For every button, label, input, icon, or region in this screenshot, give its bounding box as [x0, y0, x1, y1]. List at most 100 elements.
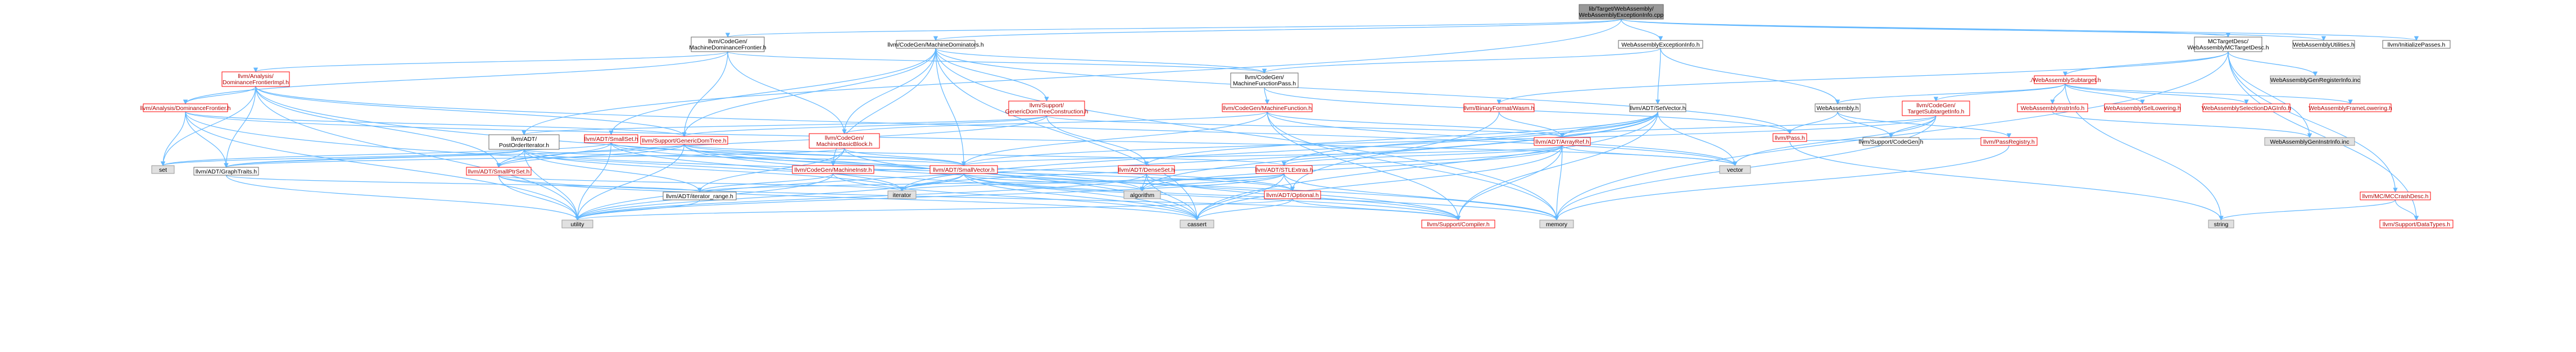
node-denseset[interactable]: llvm/ADT/DenseSet.h: [1118, 165, 1175, 174]
edge-gdtc-to-arrayref: [1046, 115, 1564, 138]
node-iterrange[interactable]: llvm/ADT/iterator_range.h: [663, 191, 737, 200]
node-adf[interactable]: llvm/Analysis/DominanceFrontier.h: [140, 103, 231, 112]
edge-setvec-to-stlextras: [1281, 111, 1658, 166]
node-label: llvm/CodeGen/: [708, 38, 747, 45]
node-vector[interactable]: vector: [1719, 165, 1751, 174]
edge-cgmdom-to-smallset: [609, 48, 936, 135]
node-waseldag[interactable]: WebAssemblySelectionDAGInfo.h: [2202, 103, 2291, 112]
node-compiler[interactable]: llvm/Support/Compiler.h: [1421, 220, 1495, 228]
node-wasm[interactable]: llvm/BinaryFormat/Wasm.h: [1463, 103, 1535, 112]
node-string[interactable]: string: [2208, 220, 2234, 228]
edge-iterrange-to-utility: [575, 199, 700, 221]
edge-mctd-to-datatypes: [2228, 51, 2419, 221]
edge-cgmf-to-compiler: [1267, 111, 1461, 221]
node-gdt[interactable]: llvm/Support/GenericDomTree.h: [640, 136, 728, 145]
node-box: [1222, 103, 1313, 112]
edge-adfimpl-to-adf: [183, 86, 256, 104]
node-cassert[interactable]: cassert: [1180, 220, 1214, 228]
node-po[interactable]: llvm/ADT/PostOrderIterator.h: [488, 134, 560, 150]
node-label: llvm/ADT/ArrayRef.h: [1535, 139, 1589, 145]
edge-smallset-to-set: [161, 142, 612, 166]
edge-cgmf-to-cgmbb: [842, 111, 1268, 134]
node-setvec[interactable]: llvm/ADT/SetVector.h: [1629, 103, 1686, 112]
node-waei[interactable]: WebAssemblyExceptionInfo.h: [1618, 40, 1703, 49]
node-smallptrset[interactable]: llvm/ADT/SmallPtrSet.h: [466, 167, 532, 176]
edge-wasub-to-cgtsi: [1933, 83, 2066, 102]
edge-smallset-to-smallptrset: [496, 142, 612, 168]
edge-smallvec-to-algorithm: [963, 173, 1145, 191]
edge-waei-to-wa: [1660, 48, 1840, 104]
node-cgmfp[interactable]: llvm/CodeGen/MachineFunctionPass.h: [1230, 72, 1299, 88]
node-box: [1118, 165, 1175, 174]
edge-setvec-to-vector: [1657, 111, 1738, 166]
edge-smallptrset-to-utility: [498, 175, 580, 221]
edge-stlextras-to-utility: [575, 173, 1285, 221]
node-passreg[interactable]: llvm/PassRegistry.h: [1980, 137, 2038, 146]
node-supcg[interactable]: llvm/Support/CodeGen.h: [1859, 137, 1924, 146]
node-cgmdf[interactable]: llvm/CodeGen/MachineDominanceFrontier.h: [689, 36, 767, 52]
node-label: string: [2214, 221, 2229, 228]
node-cgmdom[interactable]: llvm/CodeGen/MachineDominators.h: [887, 40, 984, 49]
node-datatypes[interactable]: llvm/Support/DataTypes.h: [2379, 220, 2453, 228]
edge-mctd-to-wagenreg: [2228, 51, 2318, 76]
node-box: [1123, 190, 1161, 199]
node-gdtc[interactable]: llvm/Support/GenericDomTreeConstruction.…: [1005, 100, 1089, 116]
node-cgtsi[interactable]: llvm/CodeGen/TargetSubtargetInfo.h: [1902, 100, 1970, 116]
node-waframe[interactable]: WebAssemblyFrameLowering.h: [2309, 103, 2392, 112]
node-smallset[interactable]: llvm/ADT/SmallSet.h: [584, 134, 638, 143]
node-wagenins[interactable]: WebAssemblyGenInstrInfo.inc: [2264, 137, 2355, 146]
node-memory[interactable]: memory: [1539, 220, 1574, 228]
node-adfimpl[interactable]: llvm/Analysis/DominanceFrontierImpl.h: [221, 71, 290, 87]
edge-optional-to-utility: [575, 198, 1293, 221]
edge-gdtc-to-smallptrset: [496, 115, 1047, 168]
node-root[interactable]: lib/Target/WebAssembly/WebAssemblyExcept…: [1579, 4, 1664, 20]
node-stlextras[interactable]: llvm/ADT/STLExtras.h: [1255, 165, 1313, 174]
node-box: [2360, 191, 2431, 200]
node-iterator[interactable]: iterator: [887, 190, 917, 199]
node-wautil[interactable]: WebAssemblyUtilities.h: [2292, 40, 2355, 49]
node-mctd[interactable]: MCTargetDesc/WebAssemblyMCTargetDesc.h: [2187, 36, 2269, 52]
node-pass[interactable]: llvm/Pass.h: [1772, 133, 1807, 142]
node-wasub[interactable]: ./WebAssemblySubtarget.h: [2029, 75, 2101, 84]
edge-cgmdf-to-adf: [183, 51, 728, 104]
node-mccrash[interactable]: llvm/MC/MCCrashDesc.h: [2360, 191, 2431, 200]
node-optional[interactable]: llvm/ADT/Optional.h: [1264, 190, 1321, 199]
edge-wasub-to-waisel: [2065, 83, 2145, 104]
node-utility[interactable]: utility: [561, 220, 593, 228]
node-arrayref[interactable]: llvm/ADT/ArrayRef.h: [1534, 137, 1591, 146]
node-label: WebAssemblyGenRegisterInfo.inc: [2270, 77, 2360, 84]
node-graphtraits[interactable]: llvm/ADT/GraphTraits.h: [193, 167, 259, 176]
node-waisel[interactable]: WebAssemblyISelLowering.h: [2104, 103, 2181, 112]
node-cgmbb[interactable]: llvm/CodeGen/MachineBasicBlock.h: [809, 133, 880, 149]
edge-root-to-cgmdom: [933, 19, 1622, 41]
node-label: MachineBasicBlock.h: [817, 141, 873, 148]
node-wainstr[interactable]: WebAssemblyInstrInfo.h: [2017, 103, 2088, 112]
node-set[interactable]: set: [151, 165, 175, 174]
node-label: algorithm: [1130, 192, 1154, 199]
node-label: llvm/Analysis/DominanceFrontier.h: [140, 105, 230, 112]
edge-adfimpl-to-vector: [255, 86, 1738, 166]
node-box: [809, 133, 880, 149]
edge-wasub-to-wa: [1835, 83, 2066, 104]
edge-smallptrset-to-iterator: [498, 175, 904, 191]
node-cgmf[interactable]: llvm/CodeGen/MachineFunction.h: [1222, 103, 1313, 112]
node-algorithm[interactable]: algorithm: [1123, 190, 1161, 199]
node-smallvec[interactable]: llvm/ADT/SmallVector.h: [929, 165, 998, 174]
node-label: vector: [1727, 167, 1743, 173]
node-label: llvm/Analysis/: [238, 73, 274, 80]
node-initp[interactable]: llvm/InitializePasses.h: [2382, 40, 2451, 49]
edge-smallset-to-iterator: [610, 142, 905, 191]
node-cgmi[interactable]: llvm/CodeGen/MachineInstr.h: [792, 165, 874, 174]
node-label: llvm/Support/: [1030, 102, 1064, 109]
edge-smallvec-to-utility: [575, 173, 964, 221]
edge-root-to-waei: [1621, 19, 1663, 41]
edge-stlextras-to-iterrange: [697, 173, 1285, 193]
node-wagenreg[interactable]: WebAssemblyGenRegisterInfo.inc: [2270, 75, 2361, 84]
edge-cgmdom-to-smallvec: [935, 48, 967, 166]
edge-arrayref-to-vector: [1562, 145, 1738, 166]
edge-arrayref-to-stlextras: [1282, 145, 1563, 166]
edge-mccrash-to-datatypes: [2394, 199, 2419, 221]
node-wa[interactable]: WebAssembly.h: [1815, 103, 1861, 112]
node-label: WebAssemblySelectionDAGInfo.h: [2202, 105, 2291, 112]
node-box: [2194, 36, 2262, 52]
